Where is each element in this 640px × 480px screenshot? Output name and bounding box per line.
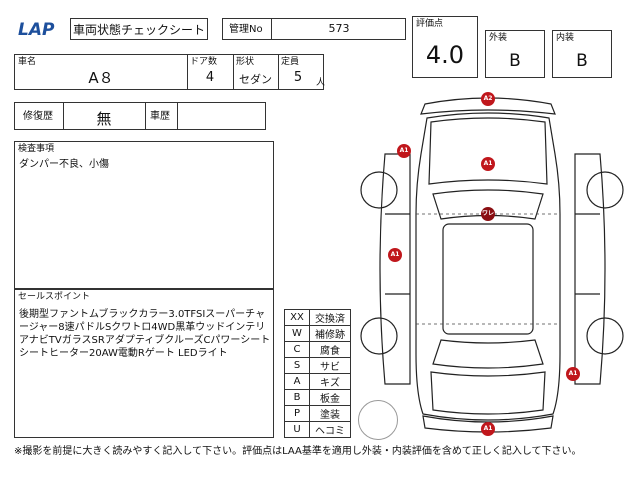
- management-no: 573: [328, 22, 350, 35]
- capacity-unit: 人: [316, 78, 326, 88]
- legend-code: P: [284, 405, 310, 422]
- legend-meaning: ヘコミ: [309, 421, 351, 438]
- score-label: 評価点: [416, 19, 444, 29]
- management-label: 管理No: [229, 24, 263, 35]
- marker-hood: A1: [481, 157, 495, 171]
- inspection-text: ダンパー不良、小傷: [19, 159, 109, 170]
- legend-code: W: [284, 325, 310, 342]
- marker-rear-bumper: A1: [481, 422, 495, 436]
- car-diagram: [360, 97, 624, 433]
- interior-label: 内装: [556, 33, 575, 43]
- vehicle-row: 車名 A８ ドア数 4 形状 セダン 定員 5 人: [14, 54, 326, 90]
- legend-meaning: サビ: [309, 357, 351, 374]
- legend-meaning: 腐食: [309, 341, 351, 358]
- marker-roof: ワレ: [481, 207, 495, 221]
- doors-label: ドア数: [190, 57, 218, 67]
- inspection-label: 検査事項: [18, 144, 55, 154]
- management-no-box: 管理No 573: [222, 18, 406, 40]
- legend-meaning: キズ: [309, 373, 351, 390]
- car-history-label: 車歴: [150, 111, 170, 122]
- body-value: セダン: [239, 73, 272, 86]
- footer-note: ※撮影を前提に大きく読みやすく記入して下さい。評価点はLAA基準を適用し外装・内…: [14, 446, 582, 457]
- interior-box: 内装 B: [552, 30, 612, 78]
- legend-meaning: 塗装: [309, 405, 351, 422]
- vehicle-name: A８: [88, 69, 114, 87]
- history-row: 修復歴 無 車歴: [14, 102, 266, 130]
- legend-code: U: [284, 421, 310, 438]
- selling-points-label: セールスポイント: [18, 292, 91, 302]
- legend-code: B: [284, 389, 310, 406]
- interior-value: B: [576, 51, 588, 71]
- body-label: 形状: [236, 57, 255, 67]
- doors-value: 4: [205, 70, 215, 85]
- legend-meaning: 交換済: [309, 309, 351, 326]
- score-box: 評価点 4.0: [412, 16, 478, 78]
- marker-front-bumper: A2: [481, 92, 495, 106]
- legend-code: XX: [284, 309, 310, 326]
- capacity-value: 5: [293, 70, 303, 85]
- marker-right-rear: A1: [566, 367, 580, 381]
- legend-code: A: [284, 373, 310, 390]
- exterior-value: B: [509, 51, 521, 71]
- inspection-box: 検査事項 ダンパー不良、小傷: [14, 141, 274, 289]
- legend-code: C: [284, 341, 310, 358]
- logo-text: LAP: [18, 20, 55, 40]
- marker-left-front: A1: [397, 144, 411, 158]
- capacity-label: 定員: [281, 57, 300, 67]
- stamp-circle: [358, 400, 398, 440]
- exterior-label: 外装: [489, 33, 508, 43]
- legend-meaning: 補修跡: [309, 325, 351, 342]
- vehicle-name-label: 車名: [18, 57, 37, 67]
- selling-points-box: セールスポイント 後期型ファントムブラックカラー3.0TFSIスーパーチャージャ…: [14, 289, 274, 438]
- legend-code: S: [284, 357, 310, 374]
- score-value: 4.0: [425, 41, 465, 69]
- selling-points-text: 後期型ファントムブラックカラー3.0TFSIスーパーチャージャー8速パドルSクワ…: [19, 309, 271, 359]
- exterior-box: 外装 B: [485, 30, 545, 78]
- legend-meaning: 板金: [309, 389, 351, 406]
- sheet-title: 車両状態チェックシート: [70, 18, 208, 40]
- repair-label: 修復歴: [23, 111, 53, 122]
- marker-left-side: A1: [388, 248, 402, 262]
- lap-logo: LAP: [16, 18, 68, 40]
- repair-value: 無: [96, 110, 112, 128]
